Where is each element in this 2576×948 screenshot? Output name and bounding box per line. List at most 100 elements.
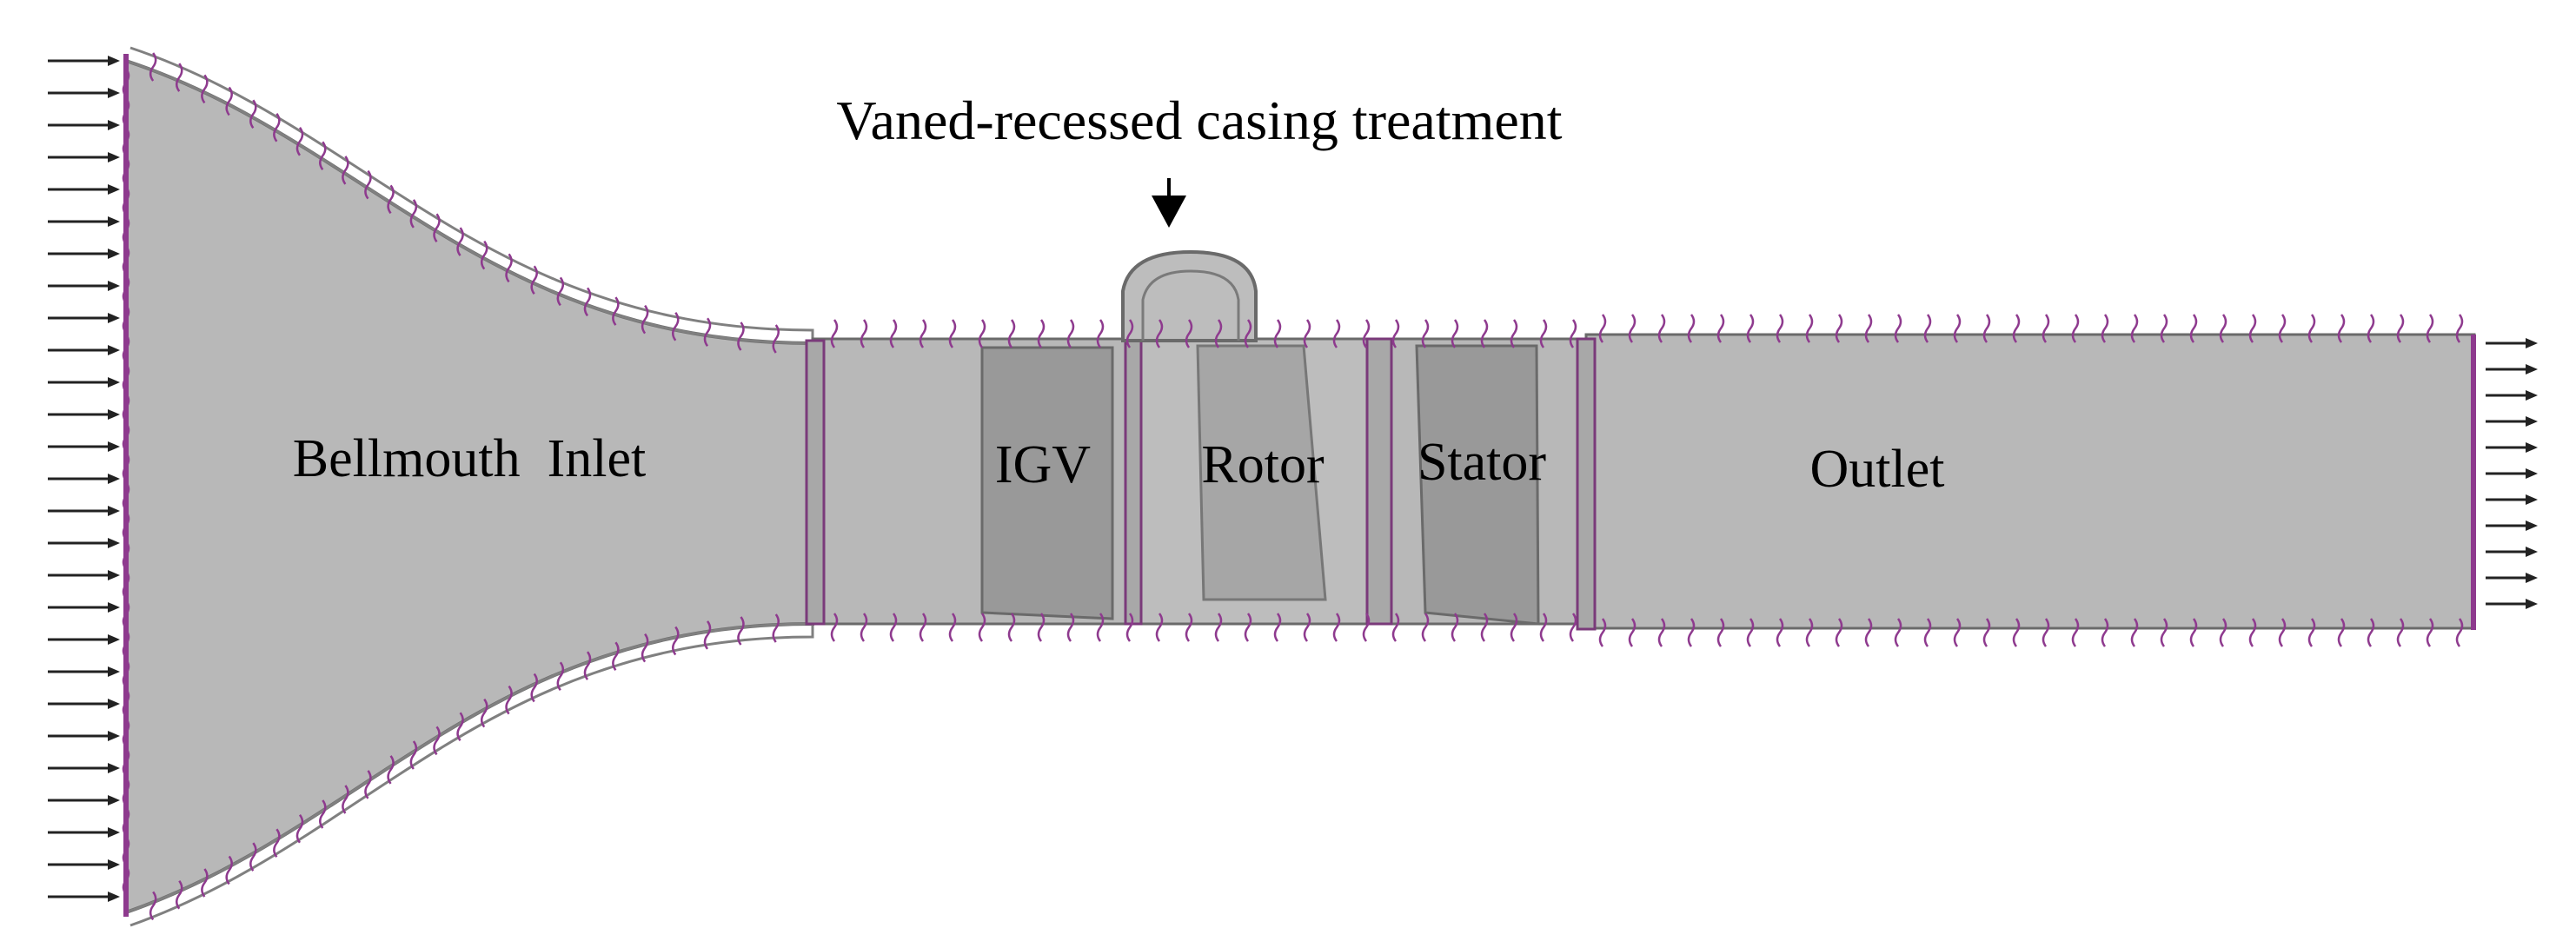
- flow-arrow-head: [2526, 494, 2538, 505]
- boundary-marker: [1923, 314, 1932, 343]
- boundary-marker: [1451, 319, 1459, 348]
- boundary-marker: [387, 184, 395, 215]
- boundary-marker: [2396, 314, 2405, 343]
- boundary-marker: [1273, 319, 1282, 348]
- boundary-marker: [456, 227, 464, 256]
- boundary-marker: [1096, 319, 1105, 348]
- boundary-marker: [409, 740, 418, 770]
- boundary-marker: [480, 240, 488, 270]
- boundary-marker: [1303, 319, 1311, 348]
- boundary-marker: [889, 319, 898, 348]
- igv-rotor-interface: [1124, 337, 1143, 626]
- boundary-marker: [1628, 618, 1637, 647]
- boundary-marker: [122, 363, 130, 393]
- bellmouth-upper-casing-band: [125, 46, 814, 345]
- boundary-marker: [2042, 618, 2050, 647]
- boundary-condition-markers: [122, 52, 2464, 921]
- boundary-marker: [2042, 314, 2050, 343]
- boundary-marker: [2219, 618, 2227, 647]
- boundary-marker: [1037, 613, 1046, 642]
- boundary-marker: [2337, 314, 2346, 343]
- boundary-marker: [2426, 314, 2434, 343]
- boundary-marker: [2426, 618, 2434, 647]
- stator-blade: [1415, 344, 1540, 626]
- flow-arrow-head: [108, 570, 120, 580]
- boundary-marker: [889, 613, 898, 642]
- boundary-marker: [978, 613, 986, 642]
- boundary-marker: [122, 422, 130, 452]
- flow-arrow-head: [108, 892, 120, 902]
- boundary-marker: [364, 169, 372, 200]
- boundary-marker: [1421, 613, 1430, 642]
- boundary-marker: [122, 570, 130, 600]
- boundary-marker: [1391, 319, 1400, 348]
- treatment-pointer-arrow-head: [1152, 196, 1186, 228]
- boundary-marker: [2396, 618, 2405, 647]
- boundary-marker: [1096, 613, 1105, 642]
- boundary-marker: [1362, 613, 1371, 642]
- boundary-marker: [1125, 319, 1134, 348]
- boundary-marker: [530, 265, 538, 295]
- rotor-stator-interface: [1365, 337, 1393, 626]
- boundary-marker: [122, 747, 130, 777]
- boundary-marker: [122, 186, 130, 215]
- boundary-marker: [273, 113, 281, 143]
- flow-arrow-head: [108, 184, 120, 195]
- boundary-marker: [1746, 618, 1755, 647]
- boundary-marker: [480, 698, 488, 728]
- flow-arrow-head: [2526, 599, 2538, 609]
- boundary-marker: [1805, 314, 1814, 343]
- boundary-marker: [2130, 314, 2139, 343]
- boundary-marker: [1835, 314, 1843, 343]
- boundary-marker: [1569, 613, 1577, 642]
- boundary-marker: [1894, 314, 1902, 343]
- boundary-marker: [1716, 618, 1725, 647]
- boundary-marker: [1864, 618, 1873, 647]
- boundary-marker: [342, 785, 349, 814]
- boundary-marker: [433, 726, 441, 756]
- boundary-marker: [409, 199, 418, 229]
- flow-arrow-head: [2526, 390, 2538, 401]
- boundary-marker: [1628, 314, 1637, 343]
- boundary-marker: [249, 842, 257, 872]
- boundary-marker: [978, 319, 986, 348]
- boundary-marker: [860, 613, 868, 642]
- flow-arrow-head: [108, 666, 120, 677]
- boundary-marker: [2455, 618, 2464, 647]
- casing-treatment-cavity: [1121, 249, 1258, 342]
- boundary-marker: [122, 540, 130, 570]
- boundary-marker: [641, 304, 649, 335]
- boundary-marker: [1214, 319, 1223, 348]
- boundary-marker: [1746, 314, 1755, 343]
- boundary-marker: [1480, 613, 1489, 642]
- flow-arrow-head: [108, 409, 120, 420]
- boundary-marker: [122, 836, 130, 865]
- boundary-marker: [122, 156, 130, 186]
- boundary-marker: [122, 600, 130, 629]
- boundary-marker: [830, 319, 839, 348]
- boundary-marker: [1657, 618, 1666, 647]
- bellmouth-lower-hub-band: [125, 622, 814, 927]
- boundary-marker: [830, 613, 839, 642]
- boundary-marker: [1007, 613, 1016, 642]
- boundary-marker: [1303, 613, 1311, 642]
- boundary-marker: [225, 855, 233, 885]
- boundary-marker: [1066, 613, 1075, 642]
- flow-arrow-head: [108, 313, 120, 323]
- boundary-marker: [948, 613, 957, 642]
- boundary-marker: [1391, 613, 1400, 642]
- flow-arrow-head: [2526, 547, 2538, 557]
- flow-arrow-head: [108, 88, 120, 98]
- boundary-marker: [1776, 314, 1784, 343]
- label-rotor: Rotor: [1201, 435, 1325, 494]
- boundary-marker: [2012, 314, 2021, 343]
- boundary-marker: [672, 626, 680, 656]
- flow-arrows: [48, 56, 2538, 902]
- boundary-marker: [2307, 314, 2316, 343]
- boundary-marker: [1982, 618, 1991, 647]
- boundary-marker: [1864, 314, 1873, 343]
- flow-arrow-head: [108, 827, 120, 838]
- boundary-marker: [1244, 613, 1252, 642]
